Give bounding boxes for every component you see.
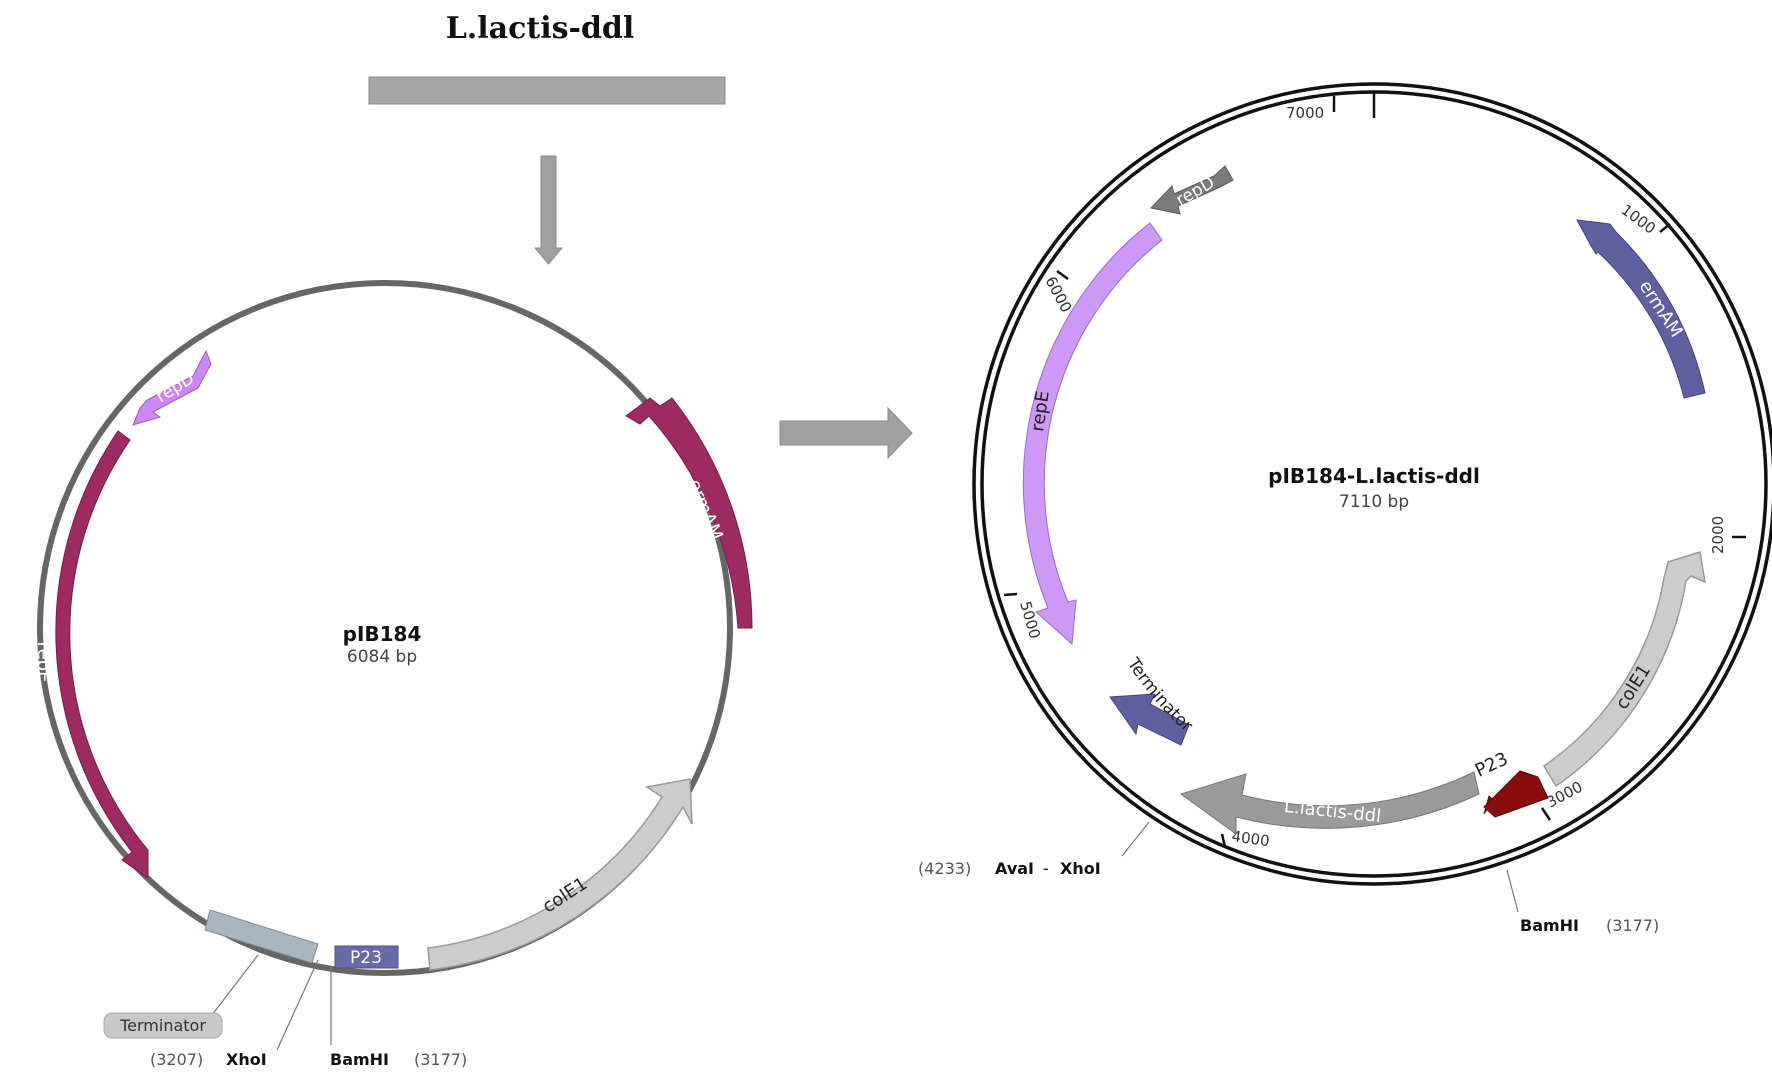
- left-feature-ermAM: [625, 397, 753, 629]
- right-tick-3000: 3000: [1543, 778, 1585, 812]
- right-feature-terminator: [1109, 693, 1190, 746]
- left-site-xhoI-name: XhoI: [226, 1050, 267, 1069]
- right-backbone-outer: [972, 82, 1772, 886]
- right-feature-repD: [1150, 165, 1234, 215]
- right-label-P23: P23: [1472, 748, 1511, 781]
- left-label-P23: P23: [350, 948, 382, 968]
- right-feature-ermAM: [1576, 219, 1706, 399]
- right-site-separator: -: [1043, 859, 1049, 878]
- right-arrow-icon: [779, 406, 913, 460]
- right-plasmid-name: pIB184-L.lactis-ddl: [1268, 464, 1480, 488]
- left-feature-P23: [334, 945, 399, 969]
- left-label-repE: repE: [33, 642, 54, 683]
- right-feature-P23-head: [1483, 770, 1549, 818]
- left-site-xhoI-pos: (3207): [150, 1050, 203, 1069]
- left-feature-repD: [132, 349, 212, 426]
- left-site-bamHI-pos: (3177): [414, 1050, 467, 1069]
- right-tick-6000: 6000: [1041, 273, 1075, 315]
- right-tick-4000: 4000: [1230, 827, 1270, 850]
- right-tick-7000: 7000: [1286, 104, 1324, 122]
- right-site-avaI-pos: (4233): [918, 859, 971, 878]
- left-plasmid-name: pIB184: [343, 622, 422, 646]
- left-plasmid-size: 6084 bp: [347, 647, 417, 667]
- left-backbone: [37, 280, 733, 976]
- left-feature-terminator: [204, 909, 319, 964]
- down-arrow-icon: [533, 155, 564, 265]
- right-site-avaI-name: AvaI: [995, 859, 1034, 878]
- left-leader-lines: [211, 954, 332, 1051]
- right-ticks: [1003, 93, 1746, 848]
- right-plasmid-size: 7110 bp: [1339, 492, 1409, 512]
- right-site-bamHI-name: BamHI: [1520, 916, 1579, 935]
- right-leader-lines: [1121, 821, 1519, 913]
- left-feature-colE1: [427, 778, 693, 971]
- right-tick-2000: 2000: [1709, 516, 1727, 554]
- right-label-repD: repD: [1173, 173, 1218, 211]
- insert-title: L.lactis-ddl: [446, 11, 635, 46]
- right-plasmid-map: 7000 1000 2000 3000 4000 5000 6000 repD …: [918, 82, 1772, 935]
- left-label-repD: repD: [153, 368, 198, 407]
- right-feature-colE1: [1542, 551, 1706, 788]
- right-feature-insert: [1179, 771, 1480, 835]
- right-feature-repE: [1022, 222, 1163, 646]
- right-site-xhoI-name: XhoI: [1060, 859, 1101, 878]
- insert-bar: [368, 76, 726, 105]
- right-backbone-inner: [980, 90, 1768, 878]
- left-plasmid-map: repD repE ermAM colE1 P23 pIB184 6084 bp…: [33, 280, 753, 1069]
- left-terminator-pill: [103, 1012, 223, 1039]
- right-site-bamHI-pos: (3177): [1606, 916, 1659, 935]
- right-tick-5000: 5000: [1016, 599, 1044, 641]
- left-feature-repE: [55, 430, 149, 879]
- left-label-terminator: Terminator: [119, 1016, 206, 1035]
- left-site-bamHI-name: BamHI: [330, 1050, 389, 1069]
